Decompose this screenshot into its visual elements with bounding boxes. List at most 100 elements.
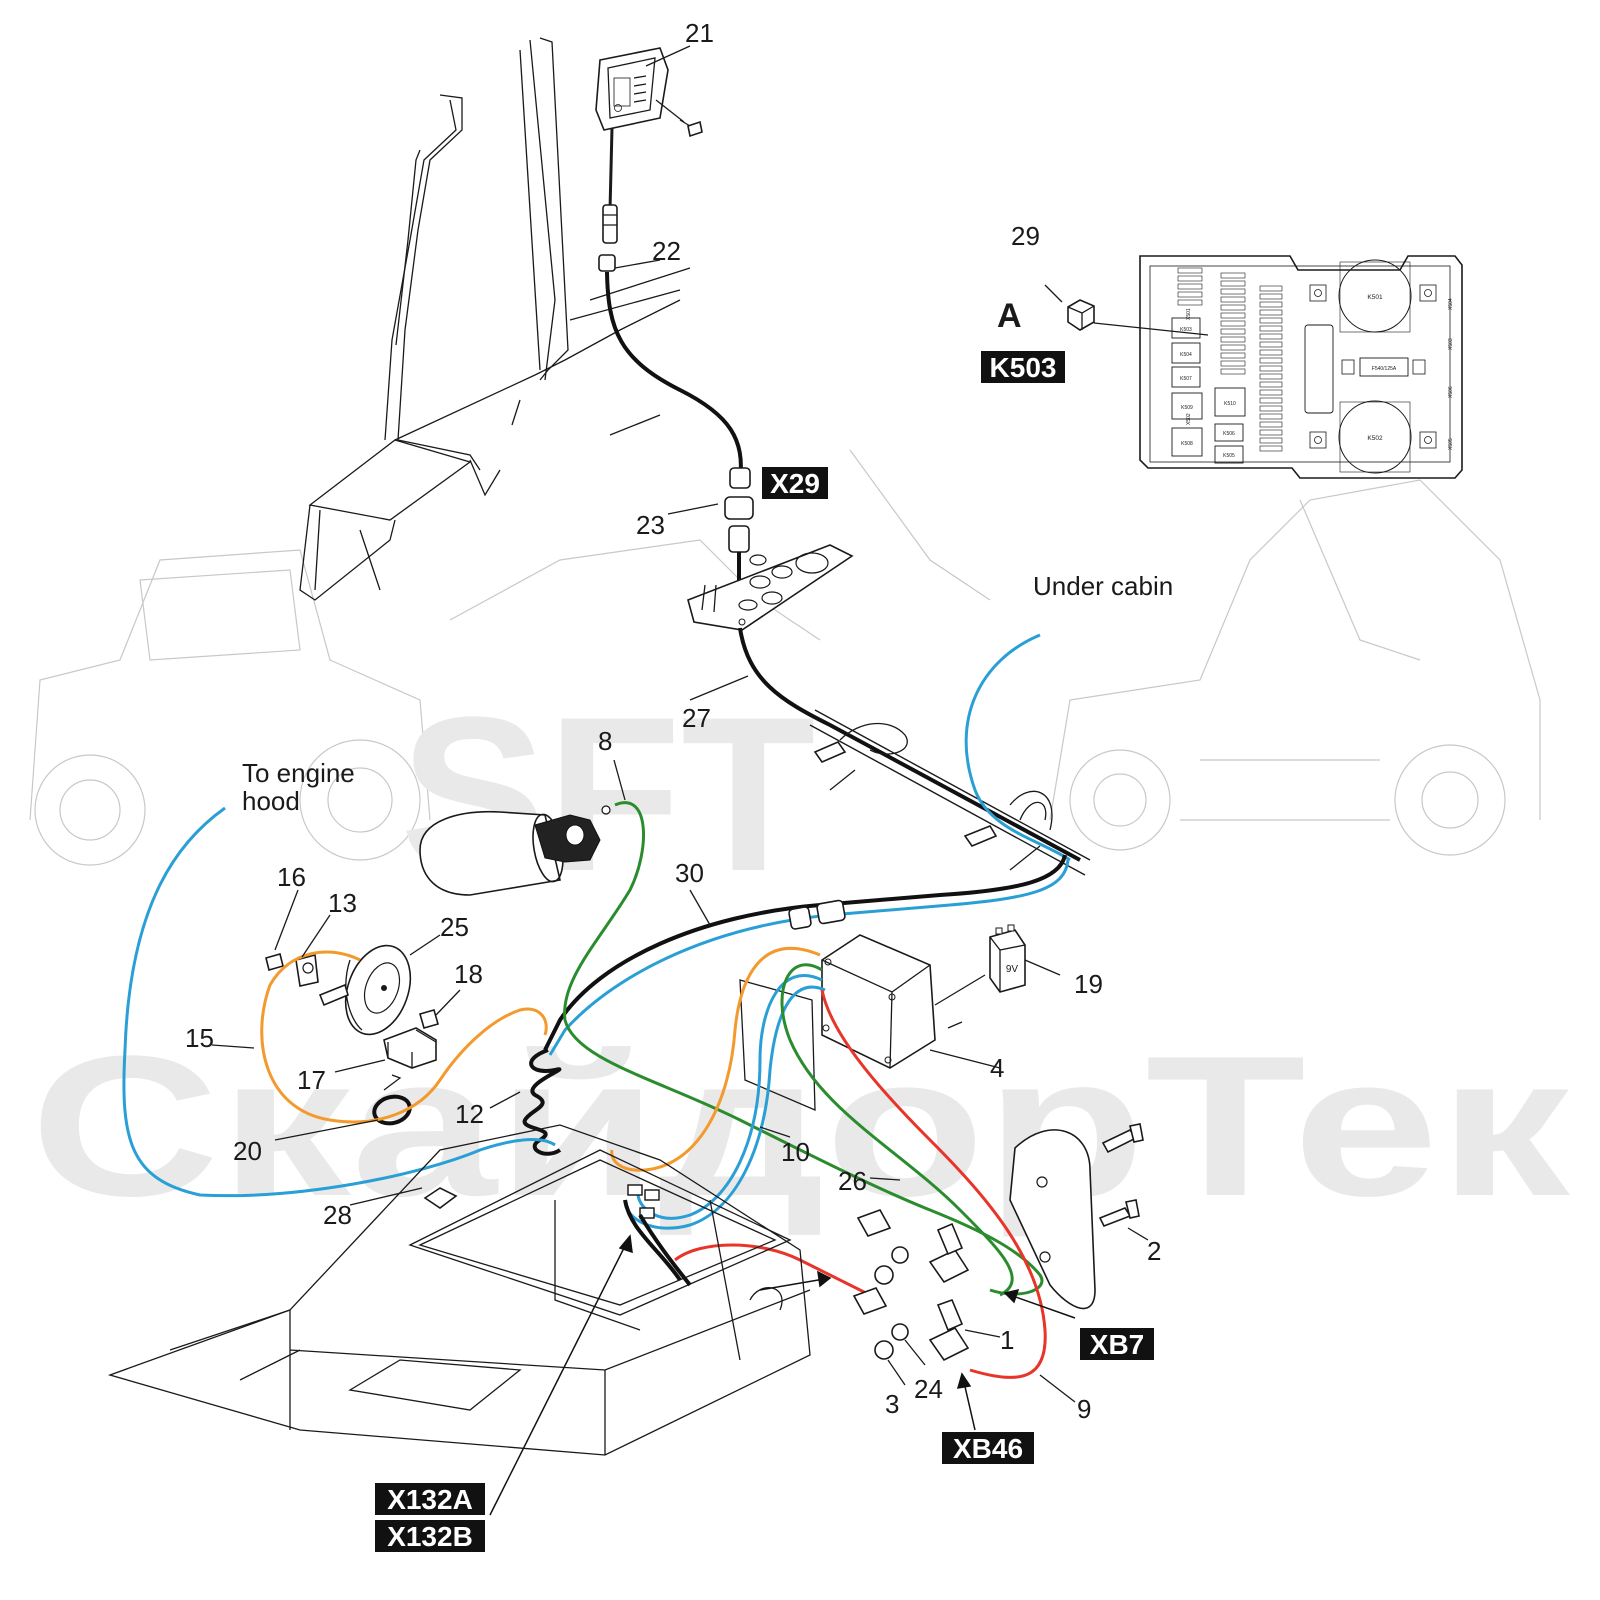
watermark-tractor-left (29, 549, 431, 866)
main-fuse-label: F540/125A (1372, 366, 1397, 372)
callout-16: 16 (277, 862, 306, 892)
tag-x132a: X132A (375, 1483, 485, 1515)
svg-text:K503: K503 (990, 352, 1057, 383)
callout-4: 4 (990, 1053, 1004, 1083)
relay-k506: K506 (1223, 431, 1235, 437)
callout-18: 18 (454, 959, 483, 989)
fuse-column-3 (1259, 285, 1283, 452)
callout-13: 13 (328, 888, 357, 918)
watermark-loader-center (449, 449, 991, 641)
control-box-4 (739, 934, 963, 1111)
cable-9 (820, 989, 1047, 1379)
svg-text:XB7: XB7 (1090, 1329, 1144, 1360)
watermark-excavator-right (1049, 479, 1541, 856)
fuse-column-2 (1220, 272, 1246, 375)
callout-22: 22 (652, 236, 681, 266)
svg-text:X132A: X132A (387, 1484, 473, 1515)
connector-x502: X502 (1186, 413, 1192, 425)
svg-text:XB46: XB46 (953, 1433, 1023, 1464)
callout-2: 2 (1147, 1236, 1161, 1266)
note-engine-hood-1: To engine (242, 758, 355, 788)
cable-15 (260, 950, 548, 1124)
connector-x506: X506 (1448, 386, 1454, 398)
cable-red-front (674, 1243, 881, 1302)
callout-1: 1 (1000, 1325, 1014, 1355)
horn-25 (318, 944, 412, 1036)
relay-k508: K508 (1181, 441, 1193, 447)
machine-body (107, 1124, 811, 1456)
svg-text:X132B: X132B (387, 1521, 473, 1552)
bolt-18 (419, 1009, 439, 1029)
cable-engine-hood (122, 806, 556, 1198)
harness-27 (738, 627, 1091, 876)
callout-24: 24 (914, 1374, 943, 1404)
connector-x503: X503 (1448, 338, 1454, 350)
relay-cube-29 (1067, 299, 1209, 336)
relay-k507: K507 (1180, 376, 1192, 382)
cable-under-cabin (964, 633, 1071, 862)
connector-x505: X505 (1448, 438, 1454, 450)
callout-12: 12 (455, 1099, 484, 1129)
clip-28 (423, 1187, 458, 1209)
callout-8: 8 (598, 726, 612, 756)
bracket-13 (295, 953, 319, 987)
relay-k509: K509 (1181, 405, 1193, 411)
bulkhead-plate (687, 544, 854, 631)
callout-3: 3 (885, 1389, 899, 1419)
callout-19: 19 (1074, 969, 1103, 999)
note-under-cabin: Under cabin (1033, 571, 1173, 601)
callout-9: 9 (1077, 1394, 1091, 1424)
cable-30 (543, 854, 1070, 1056)
svg-text:X29: X29 (770, 468, 820, 499)
harness-10 (610, 947, 1014, 1297)
connector-x501: X501 (1186, 308, 1192, 320)
tag-xb7: XB7 (1080, 1328, 1154, 1360)
bolt-16 (265, 953, 284, 971)
cover-plate (1009, 1129, 1096, 1310)
sensor-xb7 (856, 1209, 970, 1285)
fuse-column-1 (1177, 267, 1203, 306)
callout-26: 26 (838, 1166, 867, 1196)
callout-20: 20 (233, 1136, 262, 1166)
battery-19: 9V (989, 924, 1026, 993)
callout-29: 29 (1011, 221, 1040, 251)
battery-label: 9V (1006, 964, 1019, 975)
watermark: SFT СкайдорТек (29, 449, 1571, 1238)
pointer-arrows (489, 1234, 1076, 1516)
note-engine-hood-2: hood (242, 786, 300, 816)
callout-30: 30 (675, 858, 704, 888)
leader-lines (211, 45, 1149, 1403)
relay-k504: K504 (1180, 352, 1192, 358)
callout-28: 28 (323, 1200, 352, 1230)
tag-k503: K503 (981, 351, 1065, 383)
callout-17: 17 (297, 1065, 326, 1095)
relay-k503: K503 (1180, 327, 1192, 333)
fuse-box-detail: K503 K504 K507 K509 K508 K510 K506 K505 … (1139, 255, 1463, 479)
relay-k501: K501 (1367, 294, 1383, 301)
callout-21: 21 (685, 18, 714, 48)
clamp-20 (372, 1074, 412, 1126)
display-panel-21 (595, 47, 703, 272)
callout-27: 27 (682, 703, 711, 733)
callout-15: 15 (185, 1023, 214, 1053)
bolt-2 (1098, 1123, 1144, 1228)
harness-22 (605, 271, 743, 481)
connector-x504: X504 (1448, 298, 1454, 310)
watermark-name: СкайдорТек (30, 1015, 1571, 1238)
cable-26 (563, 801, 1044, 1296)
tag-x132b: X132B (375, 1520, 485, 1552)
tag-x29: X29 (762, 467, 828, 499)
tag-xb46: XB46 (942, 1432, 1034, 1464)
view-letter-a: A (997, 297, 1022, 335)
callout-10: 10 (781, 1137, 810, 1167)
relay-k502: K502 (1367, 435, 1383, 442)
callout-25: 25 (440, 912, 469, 942)
relay-k505: K505 (1223, 453, 1235, 459)
relay-k510: K510 (1224, 401, 1236, 407)
callout-23: 23 (636, 510, 665, 540)
bracket-17 (383, 1027, 437, 1069)
sensor-xb46 (852, 1287, 970, 1362)
accumulator-8 (419, 805, 611, 896)
connectors-x132 (623, 1184, 692, 1287)
